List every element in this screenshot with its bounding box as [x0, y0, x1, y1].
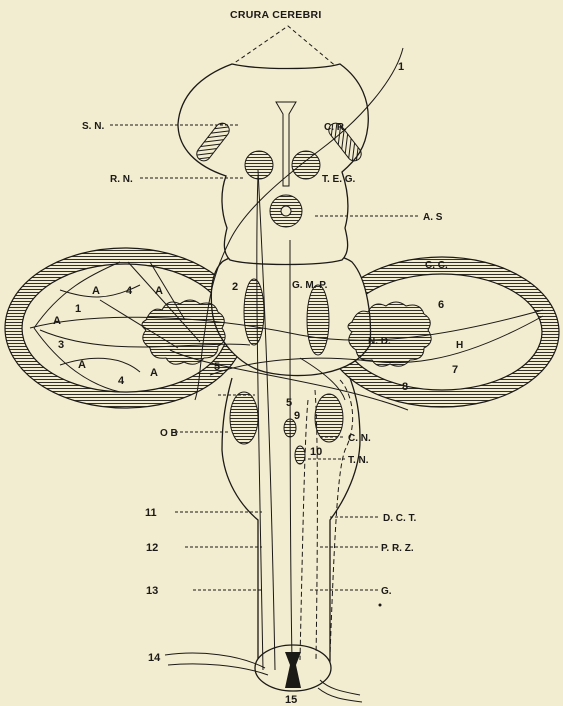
number-4-top: 4 [126, 285, 133, 297]
nucleus-10 [295, 446, 305, 464]
number-14: 14 [148, 652, 161, 664]
label-nd: N. D. [368, 336, 391, 347]
crura-cerebri-title: CRURA CEREBRI [230, 9, 322, 21]
red-nucleus-left [245, 151, 273, 179]
label-prz: P. R. Z. [381, 543, 414, 554]
number-7: 7 [452, 364, 458, 376]
label-cr: C. R. [324, 122, 347, 133]
crura-dashed-outline [230, 26, 338, 68]
label-a-2: A [155, 285, 163, 297]
number-15: 15 [285, 694, 297, 706]
number-4-bottom: 4 [118, 375, 125, 387]
olivary-body [230, 392, 258, 444]
number-8: 8 [402, 381, 408, 393]
number-10: 10 [310, 446, 322, 458]
number-2: 2 [232, 281, 238, 293]
cuneate-nucleus [315, 394, 343, 442]
label-a-3: A [53, 315, 61, 327]
number-1-top: 1 [398, 61, 404, 73]
label-as: A. S [423, 212, 443, 223]
label-cn: C. N. [348, 433, 371, 444]
pontine-body-left [244, 279, 264, 345]
label-a-1: A [92, 285, 100, 297]
number-6: 6 [438, 299, 444, 311]
number-11: 11 [145, 507, 157, 519]
pontine-body-right [307, 285, 329, 355]
label-teg: T. E. G. [322, 174, 356, 185]
label-ob: O B [160, 428, 178, 439]
number-1-left: 1 [75, 303, 81, 315]
dentate-nucleus-right [348, 302, 431, 366]
label-cc: C. C. [425, 260, 448, 271]
label-g: G. [381, 586, 392, 597]
label-dct: D. C. T. [383, 513, 417, 524]
label-h: H [456, 340, 463, 351]
label-a-4: A [78, 359, 86, 371]
label-tn: T. N. [348, 455, 369, 466]
number-5-left: 5 [214, 361, 220, 373]
dentate-nucleus-left [142, 300, 225, 364]
number-3: 3 [58, 339, 64, 351]
label-sn: S. N. [82, 121, 104, 132]
label-a-5: A [150, 367, 158, 379]
red-nucleus-right [292, 151, 320, 179]
number-13: 13 [146, 585, 158, 597]
number-5-mid: 5 [286, 397, 292, 409]
label-rn: R. N. [110, 174, 133, 185]
label-gmp: G. M. P. [292, 280, 328, 291]
stray-dot [379, 604, 382, 607]
number-12: 12 [146, 542, 158, 554]
number-9: 9 [294, 410, 300, 422]
